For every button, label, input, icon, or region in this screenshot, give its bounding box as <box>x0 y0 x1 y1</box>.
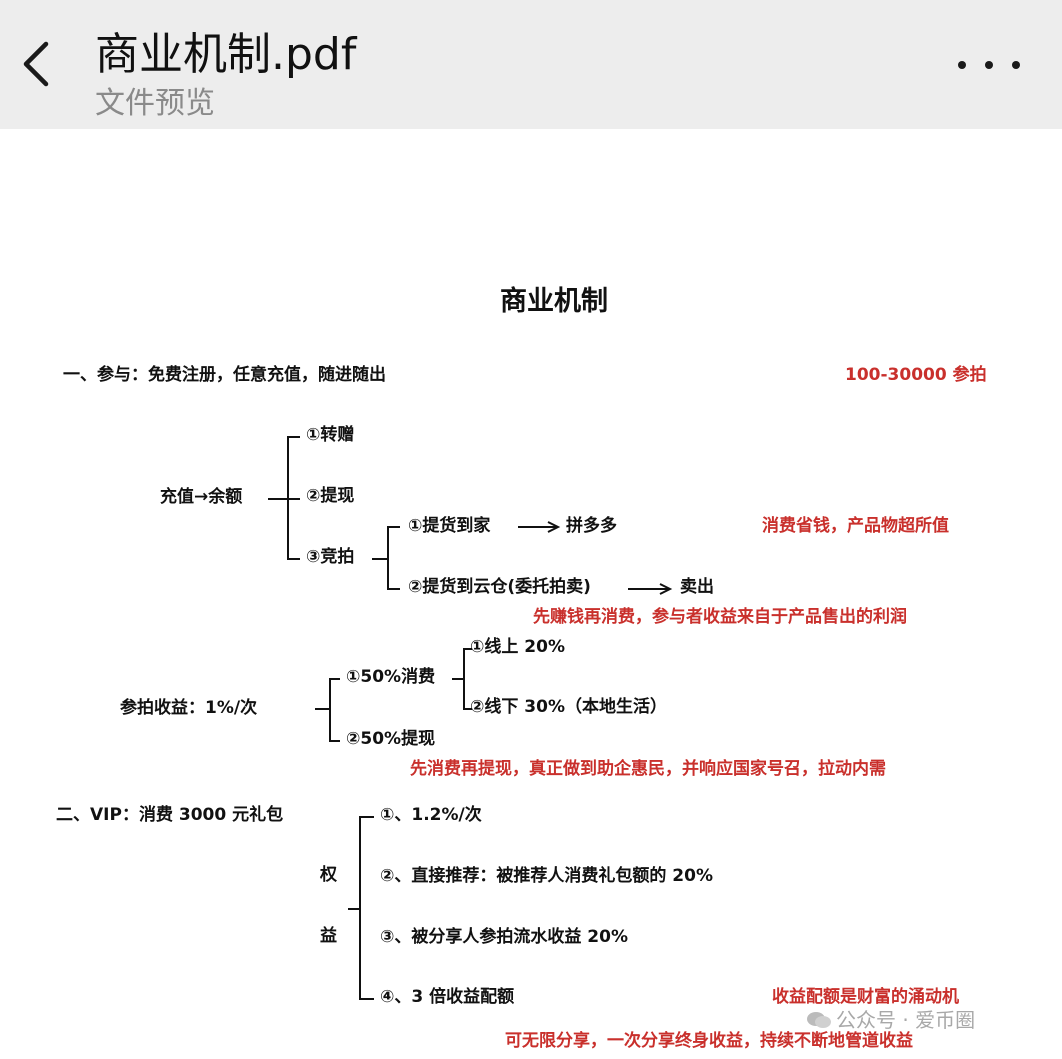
pinduoduo-node: 拼多多 <box>566 516 617 536</box>
home-delivery-note: 消费省钱，产品物超所值 <box>762 516 949 536</box>
more-dot-icon <box>985 61 993 69</box>
withdraw-node: ②提现 <box>306 486 355 506</box>
more-dot-icon <box>958 61 966 69</box>
chevron-left-icon <box>23 41 49 87</box>
rights-label-char-2: 益 <box>320 926 337 946</box>
recharge-balance-node: 充值→余额 <box>160 487 243 507</box>
participation-range-note: 100-30000 参拍 <box>845 365 987 385</box>
income-withdraw-node: ②50%提现 <box>346 729 436 749</box>
back-button[interactable] <box>18 38 58 90</box>
mindmap-connectors <box>268 436 673 1000</box>
vip-right-4: ④、3 倍收益配额 <box>380 987 515 1007</box>
vip-right-3: ③、被分享人参拍流水收益 20% <box>380 927 629 947</box>
wechat-icon <box>807 1012 831 1028</box>
vip-right-1: ①、1.2%/次 <box>380 805 482 825</box>
document-title: 商业机制 <box>500 286 608 317</box>
home-delivery-node: ①提货到家 <box>408 516 491 536</box>
file-title: 商业机制.pdf <box>95 29 357 80</box>
transfer-node: ①转赠 <box>306 425 355 445</box>
watermark-text: 公众号 · 爱币圈 <box>836 1008 976 1032</box>
quota-note: 收益配额是财富的涌动机 <box>772 987 959 1007</box>
rights-label-char-1: 权 <box>320 865 337 885</box>
more-dot-icon <box>1012 61 1020 69</box>
cloud-warehouse-node: ②提货到云仓(委托拍卖) <box>408 577 591 597</box>
more-options-button[interactable] <box>958 52 1020 78</box>
bidding-node: ③竞拍 <box>306 547 355 567</box>
online-share-node: ①线上 20% <box>470 637 566 657</box>
vip-right-2: ②、直接推荐：被推荐人消费礼包额的 20% <box>380 866 714 886</box>
bidding-income-node: 参拍收益：1%/次 <box>120 698 258 718</box>
pdf-preview-page: 商业机制 一、参与：免费注册，任意充值，随进随出 100-30000 参拍 充值… <box>0 129 1062 1059</box>
section-2-heading: 二、VIP：消费 3000 元礼包 <box>56 805 284 825</box>
watermark: 公众号 · 爱币圈 <box>806 1004 975 1033</box>
sharing-note: 可无限分享，一次分享终身收益，持续不断地管道收益 <box>505 1031 913 1051</box>
section-1-heading: 一、参与：免费注册，任意充值，随进随出 <box>63 365 386 385</box>
income-note: 先消费再提现，真正做到助企惠民，并响应国家号召，拉动内需 <box>410 759 886 779</box>
cloud-warehouse-note: 先赚钱再消费，参与者收益来自于产品售出的利润 <box>533 607 907 627</box>
sell-node: 卖出 <box>680 577 714 597</box>
top-navigation-bar: 商业机制.pdf 文件预览 <box>0 0 1062 129</box>
income-consumption-node: ①50%消费 <box>346 667 436 687</box>
offline-share-node: ②线下 30%（本地生活） <box>470 697 668 717</box>
file-subtitle: 文件预览 <box>95 86 215 121</box>
